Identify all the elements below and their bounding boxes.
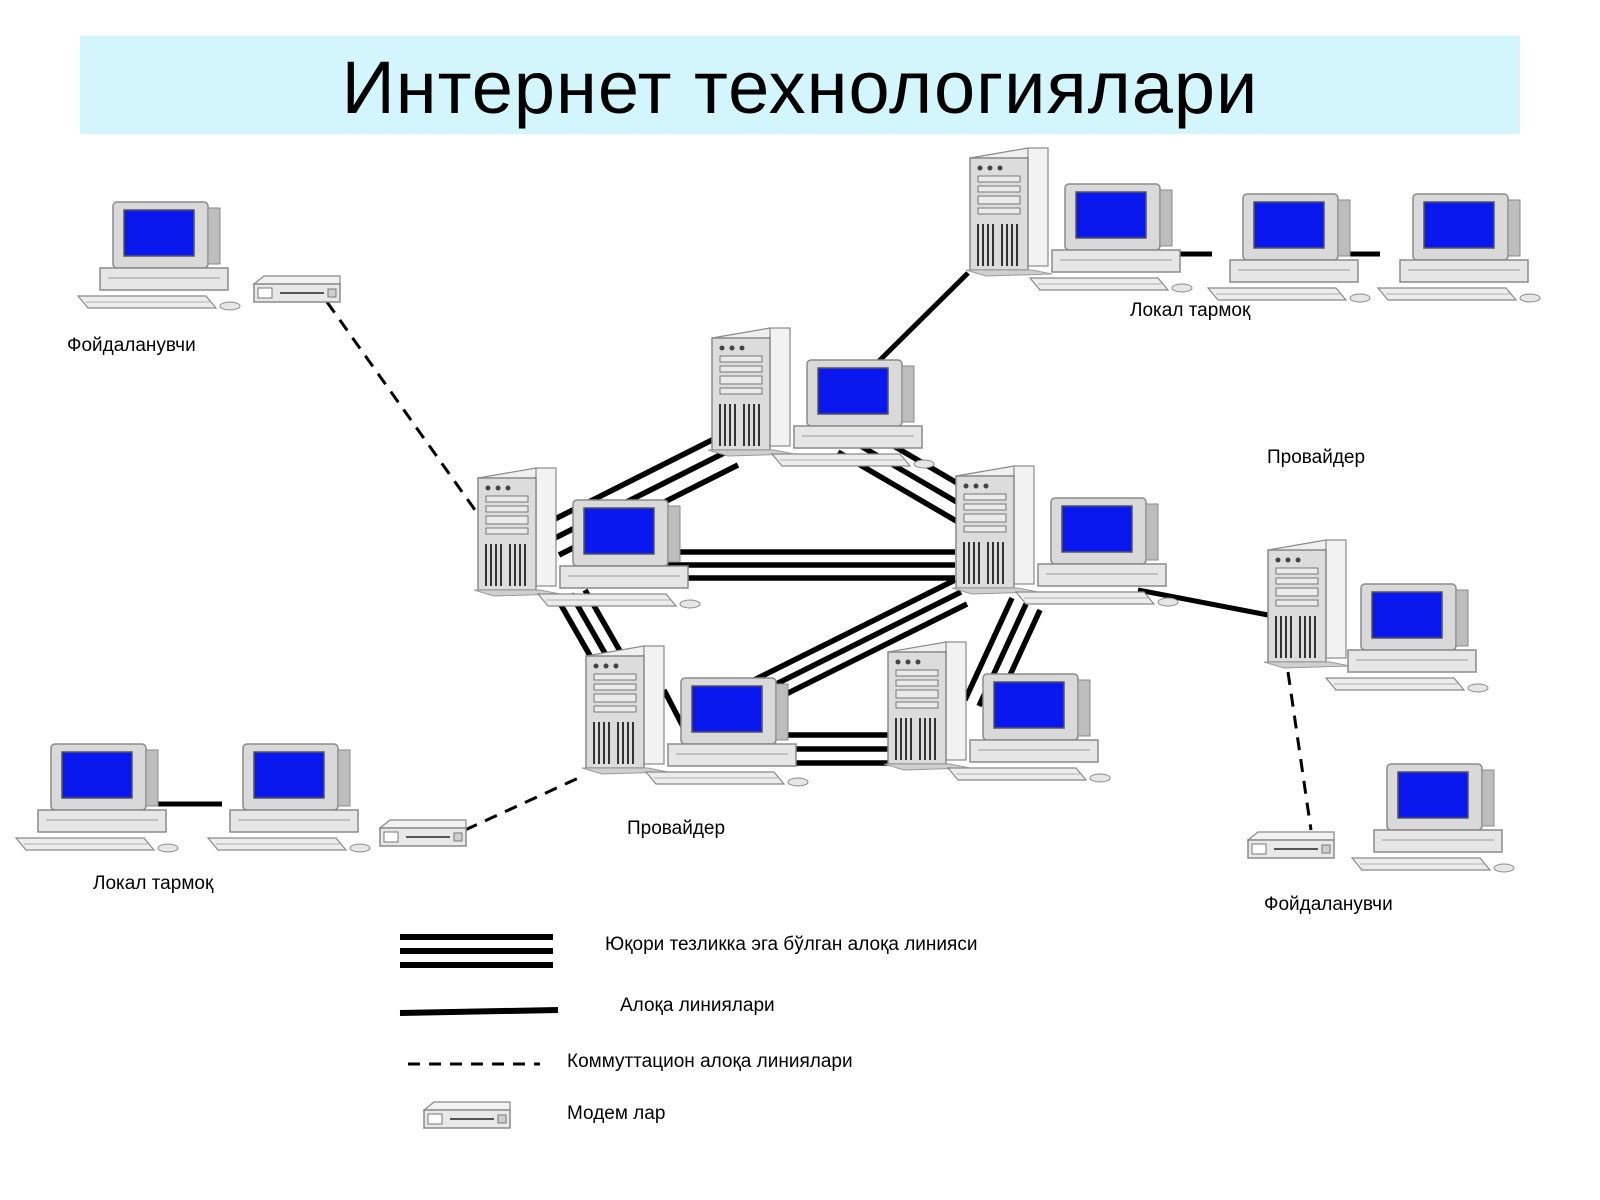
computer-icon (1207, 193, 1371, 303)
provider-right-node (952, 466, 1178, 606)
provider-far-right (1263, 539, 1489, 693)
provider-top-node (708, 328, 934, 468)
server-icon (474, 468, 700, 608)
label-lan-top-right: Локал тармоқ (1130, 300, 1251, 321)
label-lan-bottom-left: Локал тармоқ (93, 873, 214, 894)
label-user-bottom-right: Фойдаланувчи (1264, 894, 1393, 915)
computer-icon (1029, 183, 1193, 293)
computer-icon (77, 201, 241, 311)
computer-icon (207, 743, 371, 853)
modem-icon (423, 1101, 511, 1129)
page-title: Интернет технологиялари (341, 45, 1259, 129)
user-top-left (77, 201, 341, 311)
label-user-top-left: Фойдаланувчи (67, 335, 196, 356)
legend-dialup-label: Коммуттацион алоқа линиялари (567, 1051, 853, 1072)
computer-icon (1377, 193, 1541, 303)
legend-high-speed-symbol (400, 934, 553, 968)
provider-left-node (474, 468, 700, 608)
legend-modem-label: Модем лар (567, 1103, 666, 1124)
modem-icon (379, 819, 467, 847)
label-provider-bottom: Провайдер (627, 818, 726, 839)
computer-icon (1351, 763, 1515, 873)
legend-link-symbol (399, 1007, 559, 1016)
legend (399, 934, 559, 1129)
server-icon (1263, 539, 1351, 669)
computer-icon (1325, 583, 1489, 693)
modem-icon (253, 275, 341, 303)
label-provider-right: Провайдер (1267, 447, 1366, 468)
computer-icon (15, 743, 179, 853)
title-banner: Интернет технологиялари (80, 36, 1520, 134)
server-icon (952, 466, 1178, 606)
server-icon (965, 147, 1053, 277)
dialup-links (325, 301, 1313, 832)
lan-bottom-left (15, 743, 467, 853)
lan-top-right (965, 147, 1541, 303)
legend-link-label: Алоқа линиялари (620, 995, 775, 1016)
user-bottom-right (1247, 763, 1515, 873)
legend-high-speed-label: Юқори тезликка эга бўлган алоқа линияси (605, 934, 978, 955)
modem-icon (1247, 831, 1335, 859)
server-icon (708, 328, 934, 468)
